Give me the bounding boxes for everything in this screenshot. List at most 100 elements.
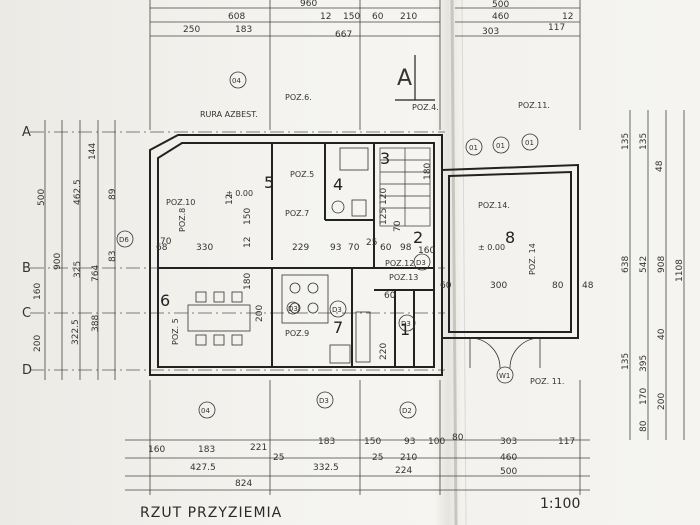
dim-int-80: 80 [552,281,564,291]
dim-left-3225: 322.5 [71,319,81,345]
bubble-w1: W1 [499,372,510,380]
element-bubbles [116,71,539,419]
dim-int-12: 12 [243,237,253,248]
note-pipe: RURA AZBEST. [200,110,258,119]
note-poz11-bottom: POZ. 11. [530,377,564,386]
axis-label-a: A [22,125,31,140]
dim-int-120: 120 [379,188,389,205]
exterior-walls [149,134,579,376]
top-dimension-lines [149,0,581,130]
dim-left-144: 144 [88,143,98,160]
note-poz12: POZ.12 [385,259,414,268]
level-mark-room5: ± 0.00 [226,189,253,198]
axis-label-c: C [22,306,31,321]
dim-right-135a: 135 [621,133,631,150]
note-poz4: POZ.4. [412,103,439,112]
bubble-d3-c: D3 [401,320,411,328]
dim-int-60c: 60 [384,291,396,301]
room-number-6: 6 [160,291,170,310]
room-number-2: 2 [413,228,423,247]
bubble-01-c: 01 [525,139,534,147]
bubble-d3-a: D3 [416,259,426,267]
right-dimension-lines [629,110,685,440]
dim-int-68: 68 [156,243,168,253]
note-poz14-b: POZ. 14 [528,243,537,275]
dim-bottom-160: 160 [148,445,165,455]
drawing-scale: 1:100 [540,496,580,512]
bubble-d3-b: D3 [332,306,342,314]
dim-bottom-150: 150 [364,437,381,447]
dim-left-4625: 462.5 [73,179,83,205]
dim-int-300: 300 [490,281,507,291]
dim-bottom-4275: 427.5 [190,463,216,473]
dim-int-70c: 70 [393,220,403,232]
dim-top-608: 608 [228,12,245,22]
dim-bottom-25b: 25 [372,453,383,463]
note-poz14-a: POZ.14. [478,201,510,210]
note-poz5: POZ.5 [290,170,314,179]
dim-bottom-3325: 332.5 [313,463,339,473]
dim-int-48: 48 [582,281,594,291]
dim-int-180: 180 [243,273,253,290]
dim-bottom-210: 210 [400,453,417,463]
note-poz5-b: POZ. 5 [171,318,180,345]
bubble-d6: D6 [119,236,129,244]
room-number-5: 5 [264,173,274,192]
level-mark-room8: ± 0.00 [478,243,505,252]
dim-top-250: 250 [183,25,200,35]
dim-left-900: 900 [53,253,63,270]
bubble-04-top: 04 [232,77,241,85]
note-poz7: POZ.7 [285,209,309,218]
dim-top-12: 12 [320,12,331,22]
dim-right-1108: 1108 [675,259,685,282]
dim-bottom-303: 303 [500,437,517,447]
room-number-8: 8 [505,228,515,247]
dim-bottom-25a: 25 [273,453,284,463]
dim-int-160: 160 [418,246,435,256]
dim-bottom-500: 500 [500,467,517,477]
drawing-title: RZUT PRZYZIEMIA [140,505,282,521]
dim-right-638: 638 [621,256,631,273]
dim-right-200: 200 [657,393,667,410]
dim-left-388: 388 [91,315,101,332]
dim-int-220: 220 [379,343,389,360]
axis-label-d: D [22,363,32,378]
dim-int-93: 93 [330,243,341,253]
dim-top-960: 960 [300,0,317,9]
note-poz9: POZ.9 [285,329,309,338]
terrace-doors [469,337,541,369]
dim-top-210: 210 [400,12,417,22]
dim-top-500: 500 [492,0,509,10]
dim-int-200: 200 [255,305,265,322]
dim-right-908: 908 [657,256,667,273]
note-poz8: POZ.8 [178,208,187,232]
dim-right-170: 170 [639,388,649,405]
dim-int-330: 330 [196,243,213,253]
dim-top-117: 117 [548,23,565,33]
dim-right-542: 542 [639,256,649,273]
dim-top-303: 303 [482,27,499,37]
dim-bottom-221: 221 [250,443,267,453]
dim-right-395: 395 [639,355,649,372]
axis-label-b: B [22,261,31,276]
dim-top-667: 667 [335,30,352,40]
dim-bottom-824: 824 [235,479,252,489]
bubble-01-b: 01 [496,142,505,150]
note-poz13: POZ.13 [389,273,418,282]
note-poz10: POZ.10 [166,198,195,207]
staircase [379,147,431,227]
section-marker [395,55,435,101]
dim-top-12b: 12 [562,12,573,22]
bubble-d3-e: D3 [319,397,329,405]
dim-bottom-183a: 183 [198,445,215,455]
room-number-3: 3 [380,149,390,168]
bubble-01-a: 01 [469,144,478,152]
dim-top-183: 183 [235,25,252,35]
dim-left-764: 764 [91,265,101,282]
dim-bottom-100: 100 [428,437,445,447]
bathroom-fittings [331,147,369,217]
dim-right-40: 40 [657,328,667,340]
dim-bottom-117: 117 [558,437,575,447]
page-fold [450,0,458,525]
dim-bottom-224: 224 [395,466,412,476]
